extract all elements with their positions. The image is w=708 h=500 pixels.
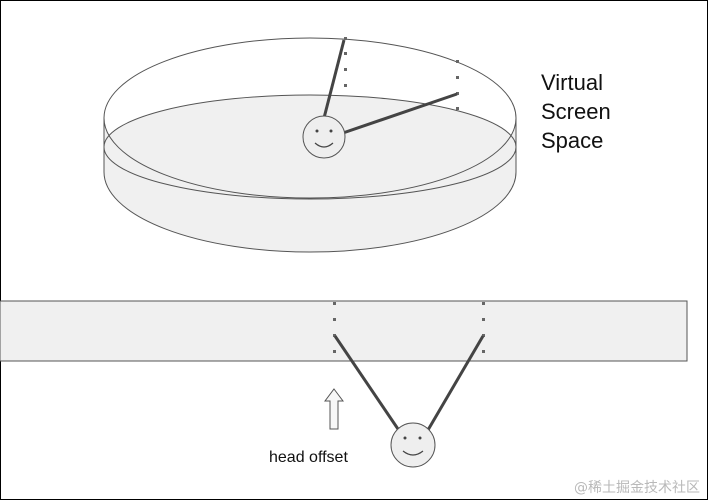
cylinder-top-ellipse — [103, 37, 517, 199]
upper-view-line-right — [339, 92, 458, 136]
lower-dotted-marker-right — [482, 302, 485, 353]
smiley-face-icon — [302, 115, 346, 159]
cylinder-bottom-arc — [103, 171, 517, 253]
smiley-face-icon — [390, 422, 436, 468]
cylinder-side — [104, 118, 516, 252]
upper-dotted-marker-left — [344, 37, 347, 87]
virtual-screen-space-title: Virtual Screen Space — [541, 70, 611, 153]
up-arrow-icon — [324, 388, 344, 430]
head-offset-label: head offset — [269, 449, 348, 466]
flat-screen — [0, 300, 688, 362]
title-line-3: Space — [541, 128, 603, 153]
title-line-1: Virtual — [541, 70, 603, 95]
lower-view-line-right — [426, 335, 485, 431]
watermark-text: @稀土掘金技术社区 — [574, 480, 700, 496]
upper-view-line-left — [322, 39, 346, 119]
lower-view-line-left — [333, 335, 402, 433]
upper-dotted-marker-right — [456, 60, 459, 110]
lower-dotted-marker-left — [333, 302, 336, 353]
virtual-screen-cylinder — [103, 37, 517, 253]
title-line-2: Screen — [541, 99, 611, 124]
flat-screen-rect — [0, 300, 688, 362]
